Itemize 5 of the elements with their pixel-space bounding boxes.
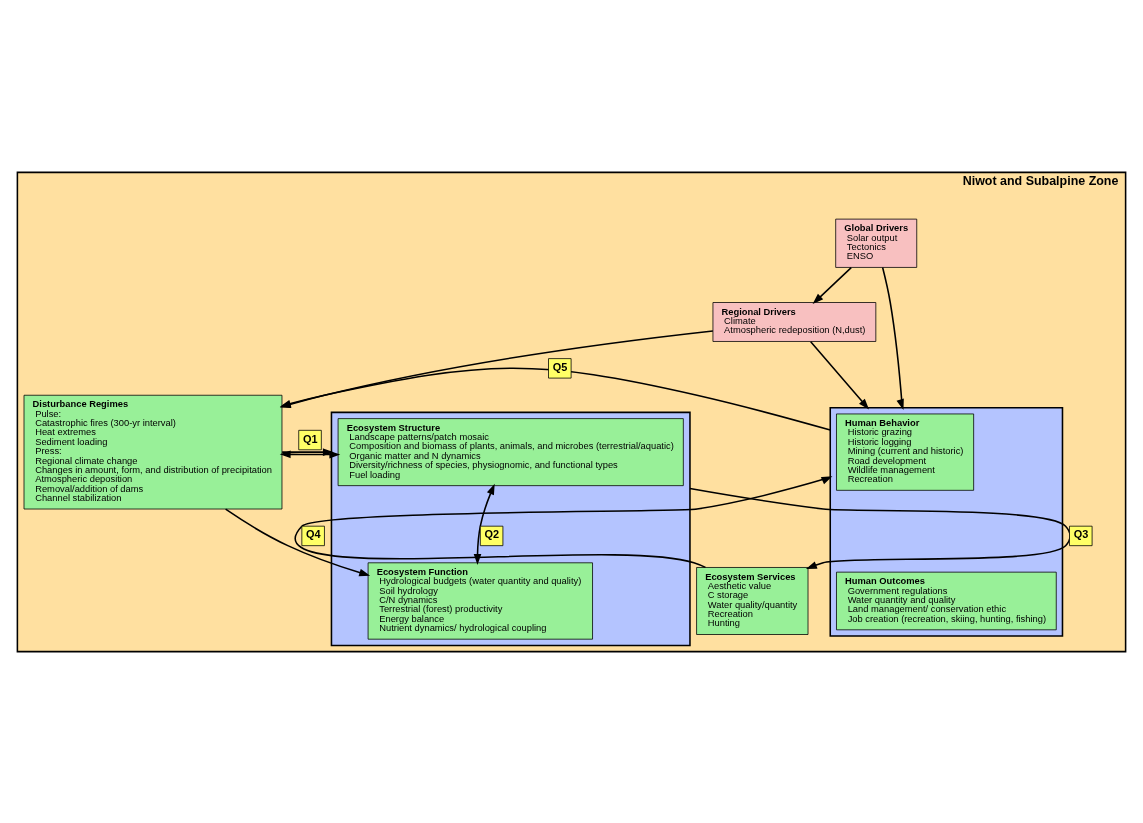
edge-label: Q2	[484, 527, 500, 540]
edge-label: Q1	[303, 432, 318, 445]
edge-label: Q3	[1073, 527, 1089, 540]
edge-label: Q4	[306, 527, 321, 540]
edge-label: Q5	[552, 360, 568, 373]
